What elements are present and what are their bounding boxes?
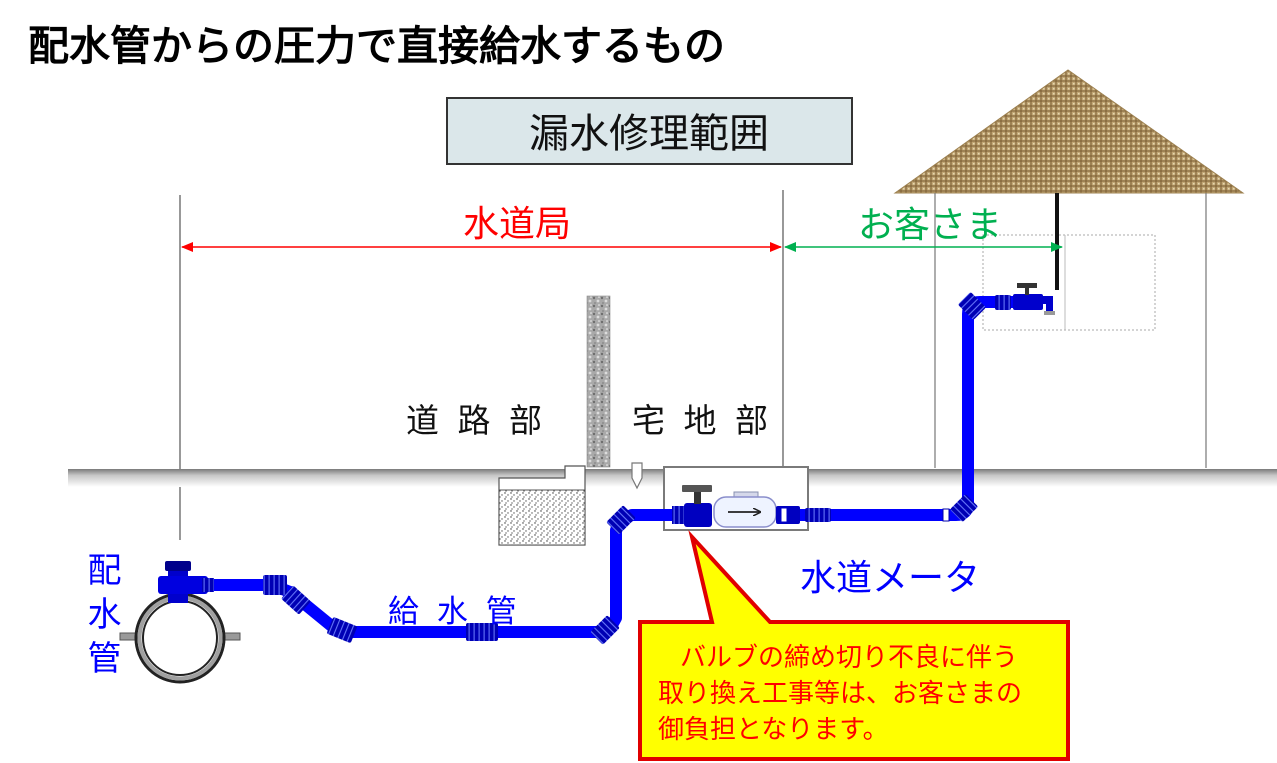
elbow-1 [281,586,311,614]
distribution-main [119,592,241,684]
faucet-spout [1040,296,1053,312]
bureau-range-label: 水道局 [463,204,571,245]
coupling-2 [466,623,498,641]
house-icon [893,69,1245,468]
service-pipe-label: 給 水 管 [388,594,521,630]
boundary-marker [631,462,643,490]
faucet-handle [1017,283,1037,288]
water-meter-icon [713,491,800,528]
meter-coupling-gap [780,507,788,523]
valve-flange [672,506,684,524]
saddle-cap [165,561,191,571]
repair-range-box: 漏水修理範囲 [446,97,853,165]
faucet-spout-tip [1044,311,1055,315]
repair-range-label: 漏水修理範囲 [529,111,769,157]
corporation-stop [158,576,208,594]
elbow-4 [606,505,636,535]
elbow-3 [590,615,620,645]
residential-zone-label: 宅 地 部 [632,401,772,440]
faucet-stem [1025,287,1029,295]
valve-body [684,503,712,527]
pipe-fittings [158,292,1011,645]
elbow-5 [950,494,978,522]
coupling-3 [805,508,831,522]
repair-range-frame [446,97,853,165]
faucet-body [1013,294,1043,310]
water-meter-label: 水道メータ [800,558,980,599]
valve-stem [694,490,701,504]
cost-note-callout: バルブの締め切り不良に伴う 取り換え工事等は、お客さまの 御負担となります。 [638,530,1070,761]
valve-handle [682,485,712,492]
main-pipe-inner [142,600,218,676]
callout-line-2: 取り換え工事等は、お客さまの [658,679,1022,709]
coupling-1 [263,575,287,595]
page-title: 配水管からの圧力で直接給水するもの [28,22,725,70]
distribution-main-label: 配水管 [81,552,121,684]
road-zone-label: 道 路 部 [406,401,546,440]
pipe-band [942,508,950,522]
boundary-wall [586,295,611,468]
gutter-gravel [498,489,586,546]
callout-balloon [638,530,1070,761]
customer-range-label: お客さま [858,205,1002,246]
house-roof [893,69,1245,194]
house-window [982,234,1156,331]
coupling-4 [995,295,1011,310]
corporation-stop-end [202,578,214,592]
callout-line-1: バルブの締め切り不良に伴う [680,643,1018,673]
road-gutter [498,465,586,546]
faucet-icon [1013,283,1055,315]
callout-line-3: 御負担となります。 [658,715,889,745]
meter-coupling [776,506,800,524]
elbow-6 [958,292,986,320]
valve-icon [672,485,712,527]
elbow-2 [327,617,357,643]
